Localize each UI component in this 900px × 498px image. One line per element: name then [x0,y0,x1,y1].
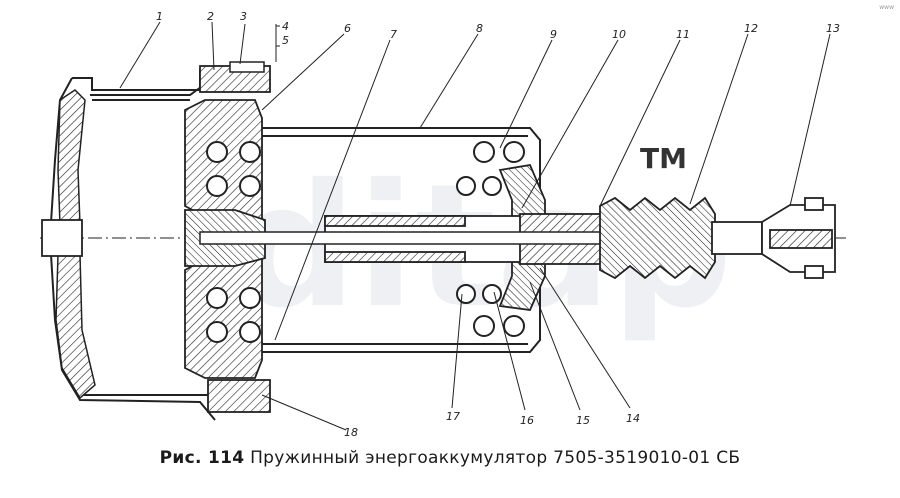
trademark-mark: TM [640,142,687,175]
housing-wall-lower [55,254,96,400]
callout-9: 9 [550,28,557,41]
callout-14: 14 [626,412,640,425]
figure-title: Пружинный энергоаккумулятор 7505-3519010… [250,448,741,468]
leader-lines [119,21,831,431]
callout-labels: 1 2 3 4 5 6 7 8 9 10 11 12 13 14 15 16 1… [156,10,840,439]
callout-15: 15 [576,414,590,427]
callout-6: 6 [344,22,351,35]
callout-12: 12 [744,22,758,35]
callout-8: 8 [476,22,483,35]
callout-3: 3 [240,10,247,23]
figure-number: Рис. 114 [159,448,245,468]
coil-sections-right [456,141,525,337]
flange-clamp-bottom [207,379,271,413]
bolt-top [229,61,265,73]
corner-watermark: www [879,4,894,11]
clevis-fork [711,197,836,279]
callout-2: 2 [207,10,214,23]
callout-5: 5 [282,34,289,47]
callout-1: 1 [156,10,163,23]
housing-boss [41,219,83,257]
callout-4: 4 [282,20,289,33]
callout-7: 7 [390,28,397,41]
protective-boot [599,196,716,280]
callout-10: 10 [612,28,626,41]
coil-sections-left [206,141,261,343]
callout-11: 11 [676,28,690,41]
callout-16: 16 [520,414,534,427]
housing-wall-hatched [57,89,86,226]
callout-17: 17 [446,410,460,423]
figure-caption: Рис. 114 Пружинный энергоаккумулятор 750… [0,448,900,468]
callout-18: 18 [344,426,358,439]
callout-bracket-4-5 [275,25,280,47]
callout-13: 13 [826,22,840,35]
